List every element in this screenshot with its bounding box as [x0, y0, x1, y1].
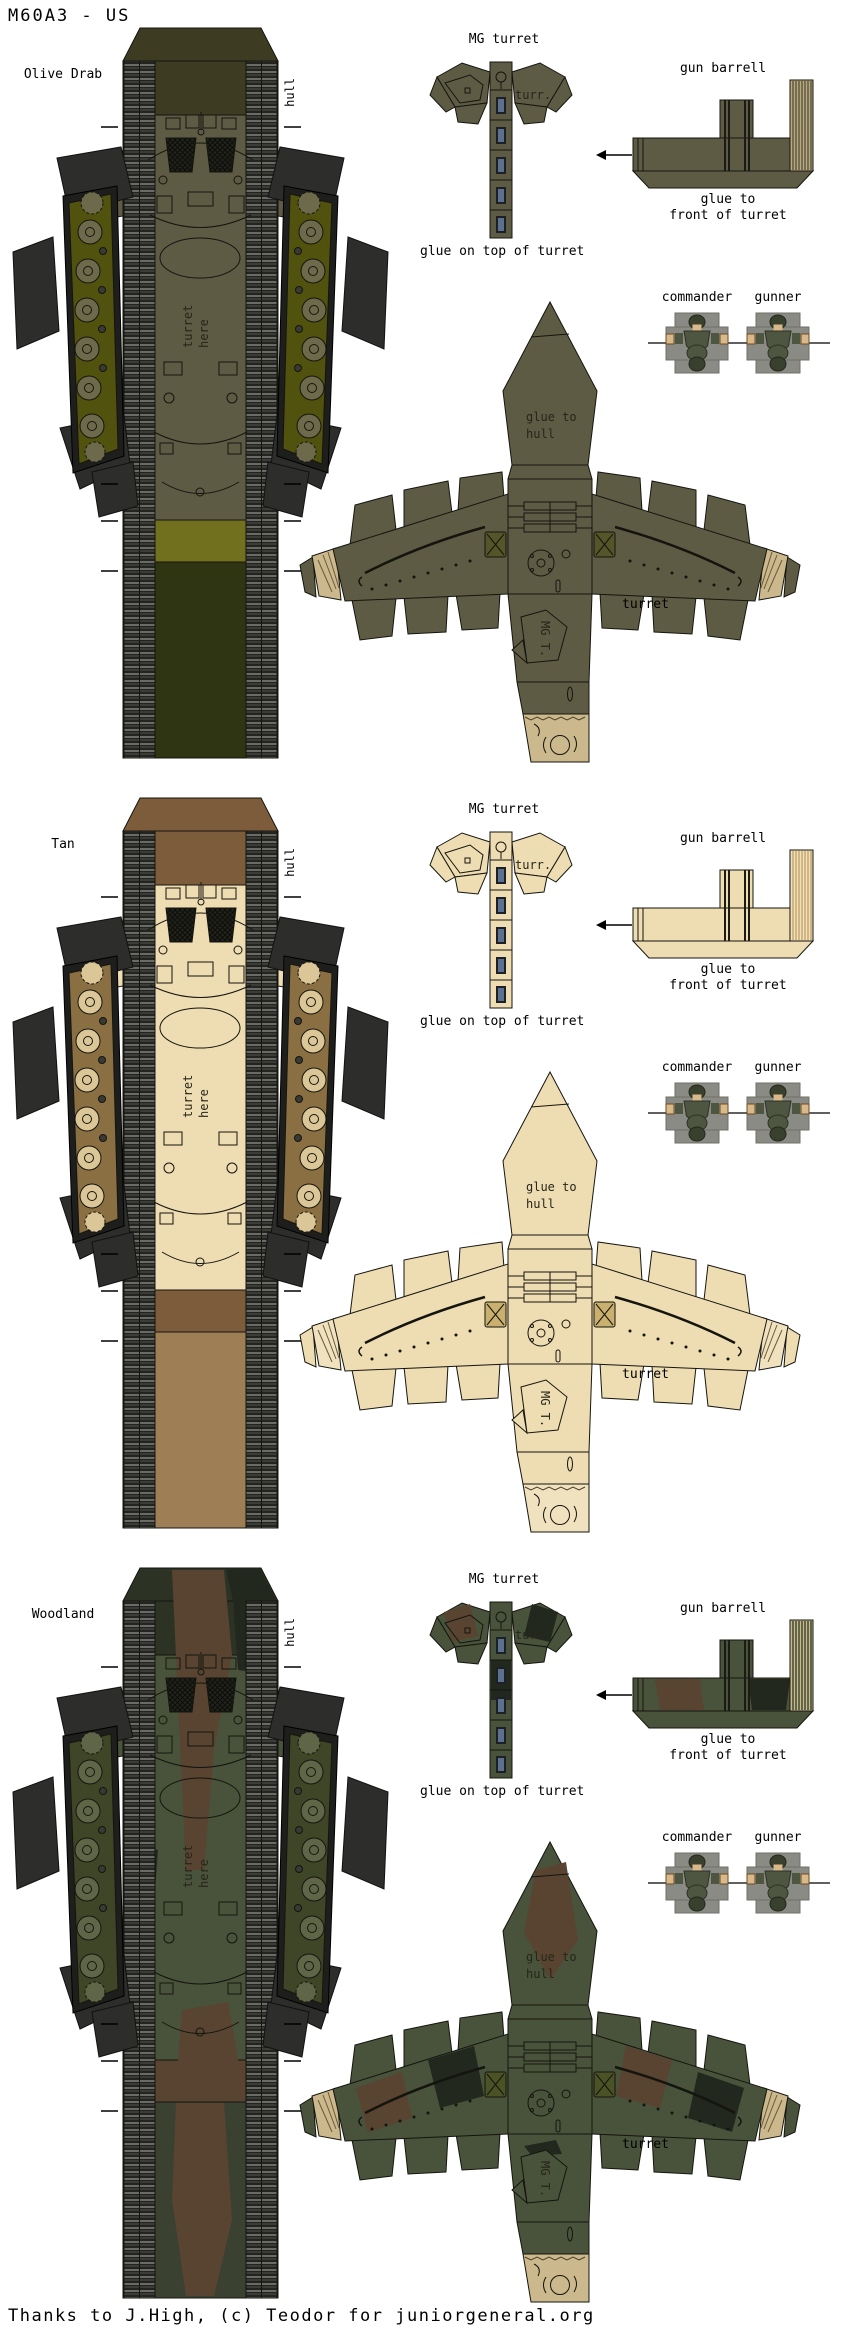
- turret-right-wing: [591, 471, 801, 641]
- arrow-icon: [596, 1690, 632, 1700]
- turret-foldout-piece: glue to hull: [299, 1840, 801, 2303]
- turret-label: turret: [622, 1367, 669, 1382]
- turret-here-text2: here: [197, 1859, 211, 1888]
- mg-turret-label: MG turret: [468, 32, 540, 47]
- fold-ticks: [101, 126, 301, 572]
- hull-right-track-foldout: [262, 1686, 389, 2058]
- hull-right-track-foldout: [262, 916, 389, 1288]
- glue-to-hull-text: glue to: [526, 410, 577, 424]
- section-artwork: turret here: [12, 797, 830, 1533]
- gunner-label: gunner: [754, 1060, 802, 1075]
- glue-top-label: glue on top of turret: [420, 1014, 585, 1029]
- credit-line: Thanks to J.High, (c) Teodor for juniorg…: [8, 2306, 595, 2326]
- gun-barrel-piece: [596, 849, 815, 959]
- arrow-icon: [596, 150, 632, 160]
- turret-label: turret: [622, 2137, 669, 2152]
- turret-left-wing: [299, 471, 509, 641]
- scheme-label: Tan: [51, 837, 75, 852]
- glue-front-label-line2: front of turret: [669, 208, 787, 223]
- glue-to-hull-text: glue to: [526, 1950, 577, 1964]
- crew-figures: [648, 1082, 830, 1144]
- hull-right-track-foldout: [262, 146, 389, 518]
- hull-deck-details: [147, 1652, 254, 2037]
- commander-label: commander: [661, 290, 733, 305]
- commander-figure: [665, 1852, 729, 1914]
- glue-front-label-line2: front of turret: [669, 1748, 787, 1763]
- scheme-label: Woodland: [31, 1607, 95, 1622]
- section-artwork: turret here: [12, 27, 830, 763]
- turr-text: turr.: [515, 858, 551, 872]
- gun-barrell-label: gun barrell: [679, 61, 767, 76]
- turret-here-text: turret: [181, 1075, 195, 1118]
- commander-figure: [665, 1082, 729, 1144]
- turret-left-wing: [299, 1241, 509, 1411]
- commander-figure: [665, 312, 729, 374]
- glue-to-hull-text2: hull: [526, 427, 555, 441]
- glue-to-hull-text2: hull: [526, 1197, 555, 1211]
- color-scheme-section: turret here: [0, 770, 842, 1540]
- glue-top-label: glue on top of turret: [420, 1784, 585, 1799]
- turret-right-wing: [591, 1241, 801, 1411]
- hull-label: hull: [283, 78, 297, 107]
- turr-text: turr.: [515, 1628, 551, 1642]
- gunner-figure: [746, 1852, 810, 1914]
- mg-turret-piece: turr.: [429, 61, 573, 239]
- turret-here-text: turret: [181, 305, 195, 348]
- crew-figures: [648, 312, 830, 374]
- gunner-label: gunner: [754, 1830, 802, 1845]
- gunner-figure: [746, 312, 810, 374]
- scheme-label: Olive Drab: [23, 67, 103, 82]
- gun-barrell-label: gun barrell: [679, 1601, 767, 1616]
- gun-barrel-piece: [596, 79, 815, 189]
- hull-left-track-foldout: [12, 146, 139, 518]
- hull-left-track-foldout: [12, 916, 139, 1288]
- glue-front-label-line2: front of turret: [669, 978, 787, 993]
- color-scheme-section: turret here: [0, 0, 842, 770]
- fold-ticks: [101, 896, 301, 1342]
- glue-front-label-line1: glue to: [700, 1732, 756, 1747]
- turret-here-text2: here: [197, 1089, 211, 1118]
- hull-piece: turret here: [12, 27, 389, 759]
- crew-figures: [648, 1852, 830, 1914]
- hull-label: hull: [283, 1618, 297, 1647]
- mg-turret-piece: turr.: [429, 831, 573, 1009]
- mg-turret-label: MG turret: [468, 802, 540, 817]
- glue-top-label: glue on top of turret: [420, 244, 585, 259]
- fold-ticks: [101, 1666, 301, 2112]
- hull-deck-details: [147, 112, 254, 497]
- section-artwork: turret here: [12, 1567, 830, 2303]
- mg-t-text: MG T.: [538, 1391, 552, 1427]
- commander-label: commander: [661, 1830, 733, 1845]
- mg-t-text: MG T.: [538, 621, 552, 657]
- glue-to-hull-text2: hull: [526, 1967, 555, 1981]
- turret-right-wing: [591, 2011, 801, 2181]
- turret-label: turret: [622, 597, 669, 612]
- gunner-label: gunner: [754, 290, 802, 305]
- turret-foldout-piece: glue to hull: [299, 300, 801, 763]
- gun-barrel-piece: [596, 1619, 815, 1729]
- arrow-icon: [596, 920, 632, 930]
- hull-piece: turret here: [12, 1567, 389, 2299]
- glue-front-label-line1: glue to: [700, 962, 756, 977]
- page-title: M60A3 - US: [8, 6, 131, 26]
- turret-here-text2: here: [197, 319, 211, 348]
- mg-turret-label: MG turret: [468, 1572, 540, 1587]
- glue-to-hull-text: glue to: [526, 1180, 577, 1194]
- mg-turret-piece: turr.: [429, 1601, 573, 1779]
- gun-barrell-label: gun barrell: [679, 831, 767, 846]
- hull-left-track-foldout: [12, 1686, 139, 2058]
- mg-t-text: MG T.: [538, 2161, 552, 2197]
- color-scheme-section: turret here: [0, 1540, 842, 2310]
- hull-piece: turret here: [12, 797, 389, 1529]
- hull-label: hull: [283, 848, 297, 877]
- turret-here-text: turret: [181, 1845, 195, 1888]
- commander-label: commander: [661, 1060, 733, 1075]
- turret-left-wing: [299, 2011, 509, 2181]
- glue-front-label-line1: glue to: [700, 192, 756, 207]
- turr-text: turr.: [515, 88, 551, 102]
- turret-foldout-piece: glue to hull: [299, 1070, 801, 1533]
- hull-deck-details: [147, 882, 254, 1267]
- gunner-figure: [746, 1082, 810, 1144]
